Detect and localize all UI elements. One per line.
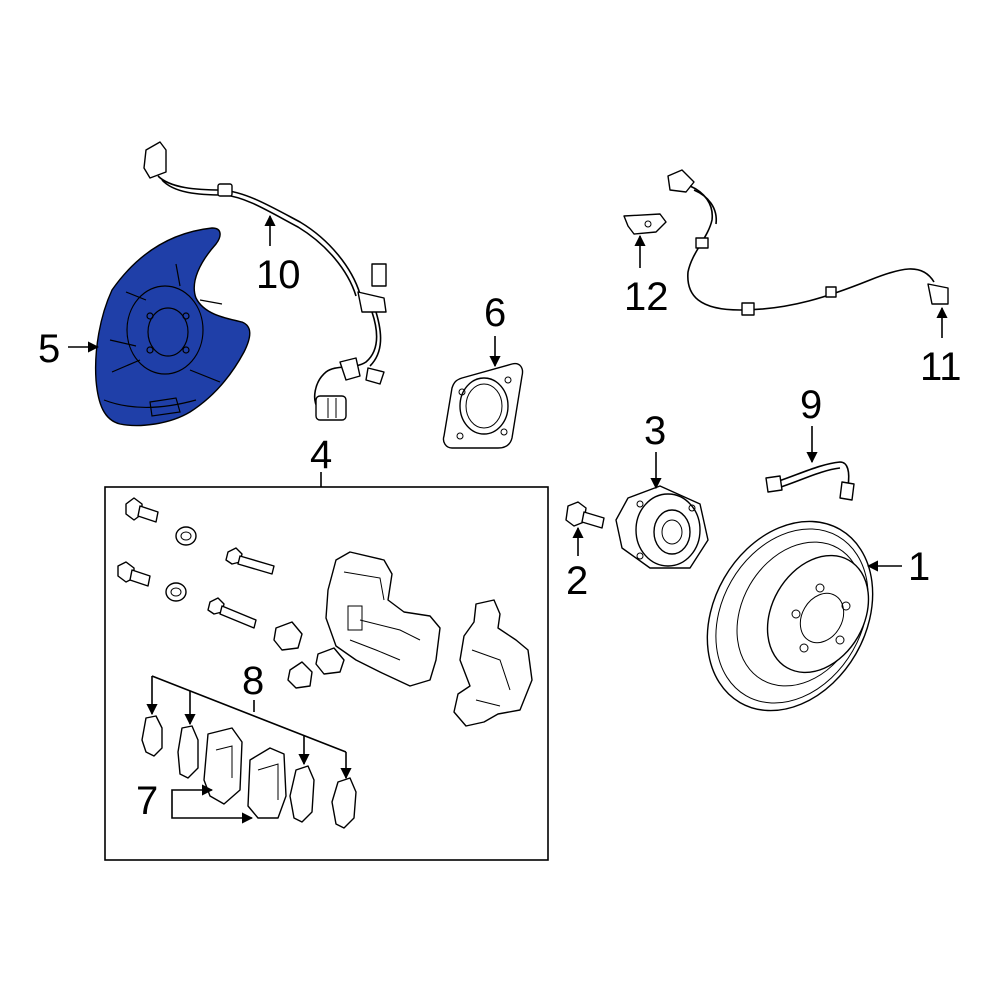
leader-lines <box>68 214 948 824</box>
callout-11: 11 <box>920 345 962 389</box>
callout-10: 10 <box>256 253 301 297</box>
abs-sensor-wire-right-part[interactable] <box>667 169 949 316</box>
bracket-part[interactable] <box>623 213 667 235</box>
gasket-part[interactable] <box>442 362 524 449</box>
callout-2: 2 <box>566 559 588 603</box>
splash-shield-part[interactable] <box>94 227 251 427</box>
hub-bolt-part[interactable] <box>565 501 605 529</box>
caliper-assembly-group <box>104 486 549 861</box>
callout-6: 6 <box>484 291 506 335</box>
caliper-part[interactable] <box>325 551 441 687</box>
callout-1: 1 <box>908 545 930 589</box>
callout-9: 9 <box>800 383 822 427</box>
hub-bearing-part[interactable] <box>615 485 709 569</box>
brake-rotor-part[interactable] <box>674 491 906 740</box>
callout-5: 5 <box>38 327 60 371</box>
abs-sensor-wire-left-part[interactable] <box>143 141 387 421</box>
callout-12: 12 <box>624 275 669 319</box>
brake-pads-part[interactable] <box>203 727 287 819</box>
callout-7: 7 <box>136 779 158 823</box>
callout-8: 8 <box>242 659 264 703</box>
pad-hardware-part[interactable] <box>141 715 357 829</box>
callout-labels: 1 2 3 4 5 6 7 8 9 10 11 12 <box>38 253 962 823</box>
brake-hose-part[interactable] <box>765 461 855 501</box>
callout-3: 3 <box>644 409 666 453</box>
caliper-bracket-part[interactable] <box>453 599 533 727</box>
caliper-bolts-part[interactable] <box>117 497 345 689</box>
callout-4: 4 <box>310 433 332 477</box>
